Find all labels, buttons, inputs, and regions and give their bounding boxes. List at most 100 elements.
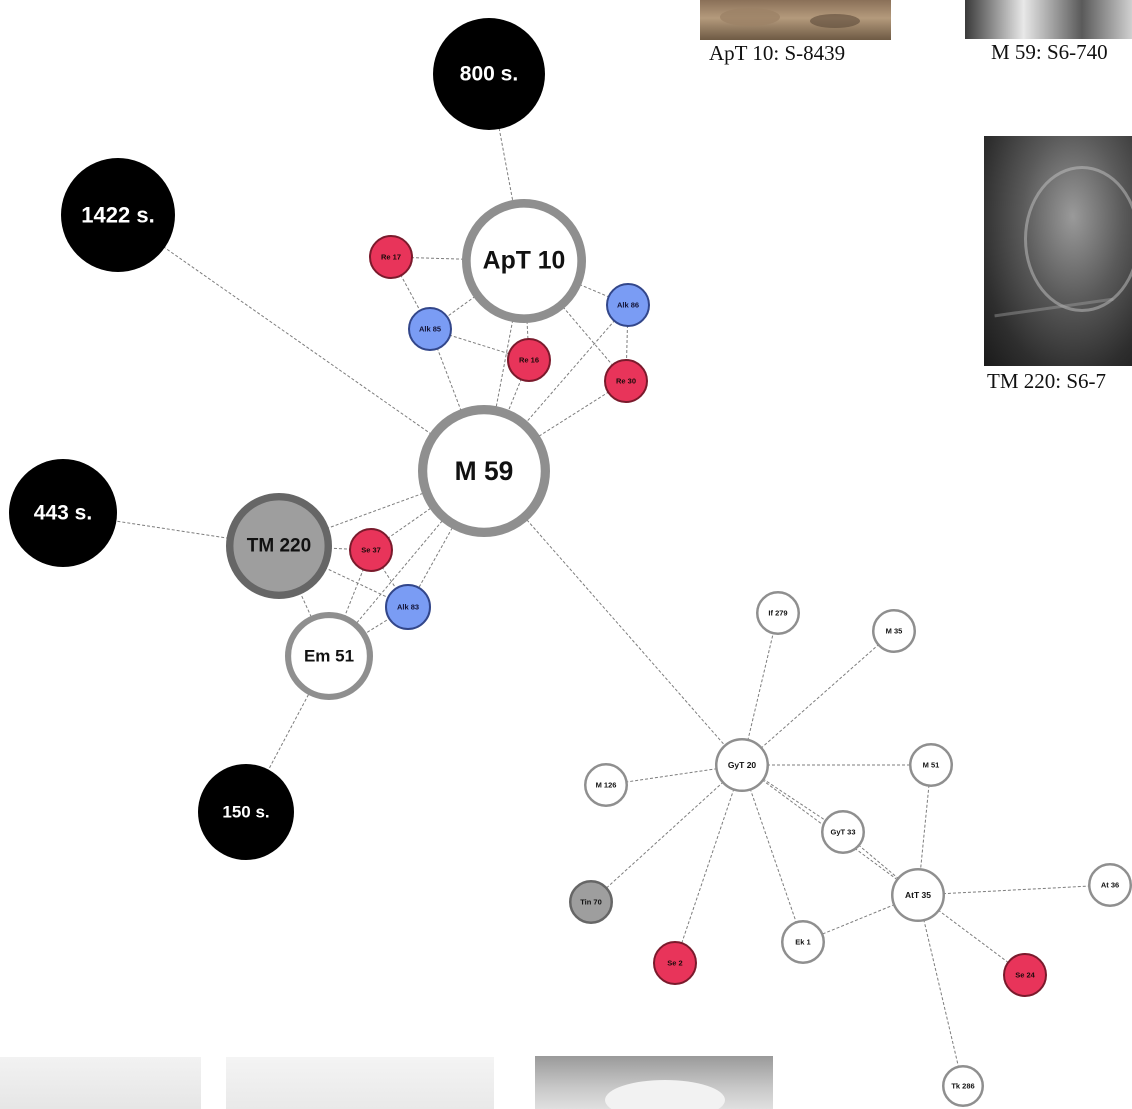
edge-gyt20-ek1 — [741, 764, 804, 943]
node-circle — [198, 764, 294, 860]
node-circle — [433, 18, 545, 130]
edge-att35-at36 — [917, 884, 1111, 896]
node-label: M 126 — [596, 781, 617, 790]
node-label: Alk 85 — [419, 325, 441, 334]
edge-n1422-m59 — [117, 214, 485, 472]
node-circle — [9, 459, 117, 567]
photo-bottom-middle — [226, 1057, 494, 1109]
node-label: ApT 10 — [483, 248, 566, 275]
node-circle — [821, 810, 865, 854]
node-label: At 36 — [1101, 881, 1119, 890]
node-m126: M 126 — [584, 763, 628, 807]
edge-layer — [62, 73, 1111, 1087]
node-at36: At 36 — [1088, 863, 1132, 907]
photo-caption: ApT 10: S-8439 — [709, 41, 846, 65]
node-label: M 59 — [455, 456, 514, 486]
edge-gyt20-se2 — [674, 764, 743, 964]
node-circle — [584, 763, 628, 807]
node-m35: M 35 — [872, 609, 916, 653]
node-alk86: Alk 86 — [606, 283, 650, 327]
node-em51: Em 51 — [285, 612, 374, 701]
edge-gyt20-att35 — [741, 764, 919, 896]
photo-bottom-left — [0, 1057, 201, 1109]
node-label: Alk 86 — [617, 301, 639, 310]
node-circle — [1003, 953, 1047, 997]
node-circle — [349, 528, 393, 572]
node-layer: 800 s. 1422 s. 443 s. 150 s. ApT 10 M 59 TM 22… — [9, 18, 1132, 1107]
node-label: M 35 — [886, 627, 903, 636]
node-label: Em 51 — [304, 647, 354, 666]
node-label: GyT 20 — [728, 760, 757, 770]
node-circle — [781, 920, 825, 964]
node-gyt33: GyT 33 — [821, 810, 865, 854]
node-label: AtT 35 — [905, 890, 931, 900]
node-circle — [604, 359, 648, 403]
node-label: Alk 83 — [397, 603, 419, 612]
node-re30: Re 30 — [604, 359, 648, 403]
node-label: Ek 1 — [795, 938, 810, 947]
node-circle — [61, 158, 175, 272]
node-label: GyT 33 — [830, 828, 855, 837]
node-circle — [891, 868, 945, 922]
node-circle — [872, 609, 916, 653]
node-circle — [715, 738, 769, 792]
node-label: M 51 — [923, 761, 940, 770]
node-label: Re 17 — [381, 253, 401, 262]
node-apt10: ApT 10 — [461, 198, 586, 323]
node-label: Re 30 — [616, 377, 636, 386]
node-if279: If 279 — [756, 591, 800, 635]
node-n443: 443 s. — [9, 459, 117, 567]
node-att35: AtT 35 — [891, 868, 945, 922]
photo-apt10 — [700, 0, 891, 40]
node-se37: Se 37 — [349, 528, 393, 572]
node-circle — [653, 941, 697, 985]
photo-bottom-right — [535, 1056, 773, 1109]
node-n800: 800 s. — [433, 18, 545, 130]
node-label: 150 s. — [222, 803, 269, 822]
node-label: 800 s. — [460, 63, 518, 86]
node-se24: Se 24 — [1003, 953, 1047, 997]
node-circle — [408, 307, 452, 351]
node-label: 443 s. — [34, 502, 92, 525]
node-circle — [417, 404, 550, 537]
node-circle — [461, 198, 586, 323]
node-gyt20: GyT 20 — [715, 738, 769, 792]
photo-caption: M 59: S6-740 — [991, 40, 1108, 64]
node-re16: Re 16 — [507, 338, 551, 382]
node-m59: M 59 — [417, 404, 550, 537]
node-circle — [942, 1065, 984, 1107]
node-circle — [369, 235, 413, 279]
node-circle — [507, 338, 551, 382]
node-label: TM 220 — [247, 536, 311, 557]
node-circle — [756, 591, 800, 635]
edge-alk86-m59 — [483, 304, 629, 472]
node-alk83: Alk 83 — [385, 584, 431, 630]
node-tk286: Tk 286 — [942, 1065, 984, 1107]
edge-gyt20-tin70 — [590, 764, 743, 903]
node-circle — [909, 743, 953, 787]
node-n150: 150 s. — [198, 764, 294, 860]
photo-tm220 — [984, 136, 1132, 366]
node-circle — [606, 283, 650, 327]
node-re17: Re 17 — [369, 235, 413, 279]
node-label: 1422 s. — [81, 203, 154, 228]
node-label: Se 2 — [667, 959, 682, 968]
node-alk85: Alk 85 — [408, 307, 452, 351]
node-label: If 279 — [768, 609, 787, 618]
node-m51: M 51 — [909, 743, 953, 787]
edge-re17-alk85 — [390, 256, 431, 330]
node-circle — [569, 880, 613, 924]
edge-tm220-alk83 — [278, 545, 409, 608]
node-label: Se 37 — [361, 546, 381, 555]
node-circle — [225, 492, 332, 599]
edge-att35-tk286 — [917, 894, 964, 1087]
node-label: Re 16 — [519, 356, 539, 365]
edge-gyt20-m35 — [741, 630, 895, 766]
node-label: Tk 286 — [951, 1082, 974, 1091]
node-ek1: Ek 1 — [781, 920, 825, 964]
photo-caption: TM 220: S6-7 — [987, 369, 1107, 393]
node-tm220: TM 220 — [225, 492, 332, 599]
node-n1422: 1422 s. — [61, 158, 175, 272]
node-label: Tin 70 — [580, 898, 602, 907]
